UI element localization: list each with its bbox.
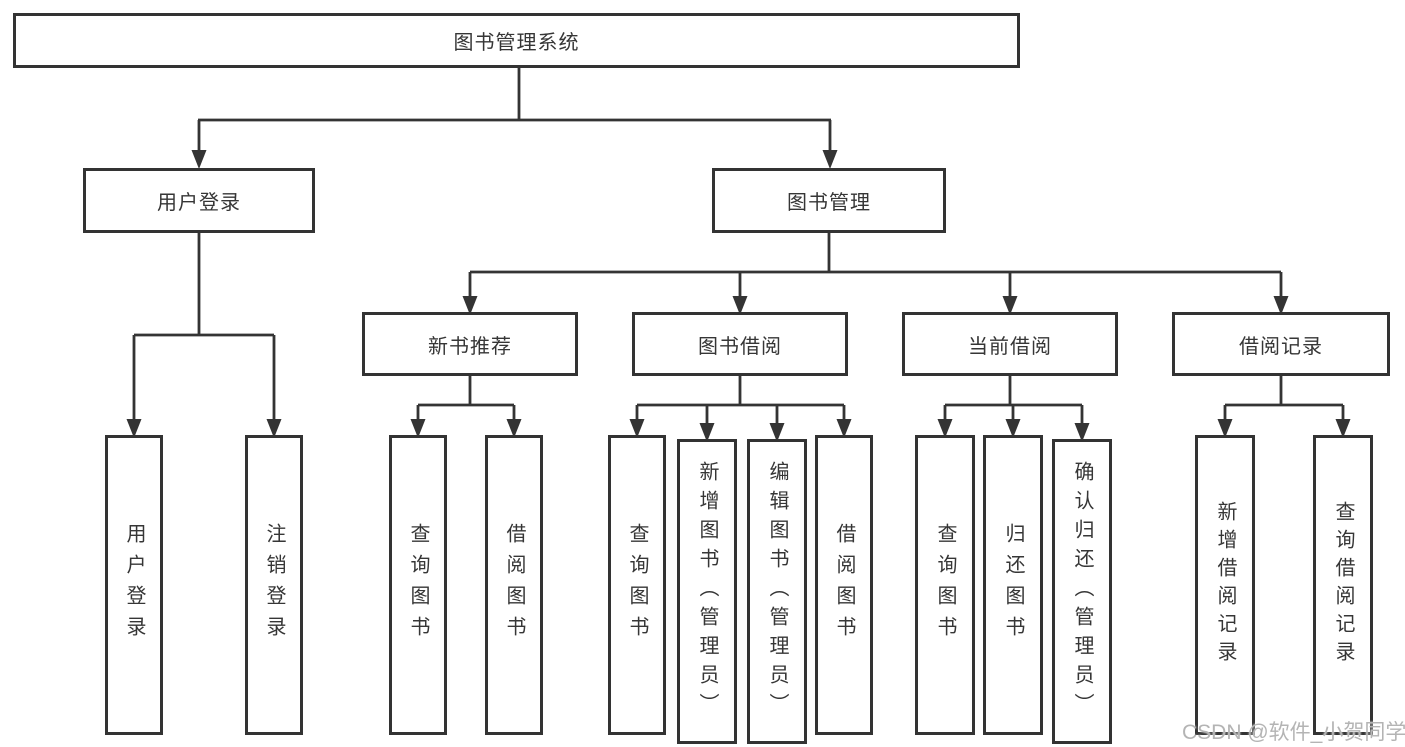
leaf-query-books-label: 查询图书 (407, 523, 429, 647)
arrowhead (191, 150, 207, 169)
leaf-add-book-admin-label: 新增图书（管理员） (696, 461, 718, 722)
watermark: CSDN @软件_小贺同学 (1182, 721, 1405, 744)
leaf-confirm-return-admin: 确认归还（管理员） (1052, 439, 1112, 744)
leaf-query-books-label: 查询图书 (934, 523, 956, 647)
leaf-borrow-books-label: 借阅图书 (503, 523, 525, 647)
node-book-management-label: 图书管理 (787, 192, 871, 214)
node-user-login: 用户登录 (83, 168, 315, 233)
node-book-borrowing: 图书借阅 (632, 312, 848, 376)
leaf-add-book-admin: 新增图书（管理员） (677, 439, 737, 744)
leaf-edit-book-admin: 编辑图书（管理员） (747, 439, 807, 744)
leaf-confirm-return-admin-label: 确认归还（管理员） (1071, 461, 1093, 722)
leaf-user-login-label: 用户登录 (123, 523, 145, 647)
node-book-management: 图书管理 (712, 168, 946, 233)
leaf-borrow-books: 借阅图书 (485, 435, 543, 735)
leaf-user-login: 用户登录 (105, 435, 163, 735)
leaf-borrow-books-label: 借阅图书 (833, 523, 855, 647)
leaf-add-borrow-record: 新增借阅记录 (1195, 435, 1255, 735)
leaf-query-borrow-record-label: 查询借阅记录 (1332, 501, 1354, 669)
leaf-logout: 注销登录 (245, 435, 303, 735)
leaf-query-borrow-record: 查询借阅记录 (1313, 435, 1373, 735)
leaf-edit-book-admin-label: 编辑图书（管理员） (766, 461, 788, 722)
node-new-book-recommend-label: 新书推荐 (428, 335, 512, 358)
leaf-query-books-label: 查询图书 (626, 523, 648, 647)
node-root-label: 图书管理系统 (453, 32, 580, 54)
leaf-add-borrow-record-label: 新增借阅记录 (1214, 501, 1236, 669)
node-borrow-records-label: 借阅记录 (1239, 335, 1323, 358)
leaf-return-book-label: 归还图书 (1002, 523, 1024, 647)
leaf-query-books: 查询图书 (915, 435, 975, 735)
leaf-borrow-books: 借阅图书 (815, 435, 873, 735)
node-new-book-recommend: 新书推荐 (362, 312, 578, 376)
node-root: 图书管理系统 (13, 13, 1020, 68)
arrowhead (822, 150, 838, 169)
leaf-return-book: 归还图书 (983, 435, 1043, 735)
node-current-borrowing-label: 当前借阅 (968, 335, 1052, 358)
node-book-borrowing-label: 图书借阅 (698, 335, 782, 358)
node-borrow-records: 借阅记录 (1172, 312, 1390, 376)
node-current-borrowing: 当前借阅 (902, 312, 1118, 376)
leaf-logout-label: 注销登录 (263, 523, 285, 647)
node-user-login-label: 用户登录 (157, 192, 241, 214)
leaf-query-books: 查询图书 (608, 435, 666, 735)
leaf-query-books: 查询图书 (389, 435, 447, 735)
